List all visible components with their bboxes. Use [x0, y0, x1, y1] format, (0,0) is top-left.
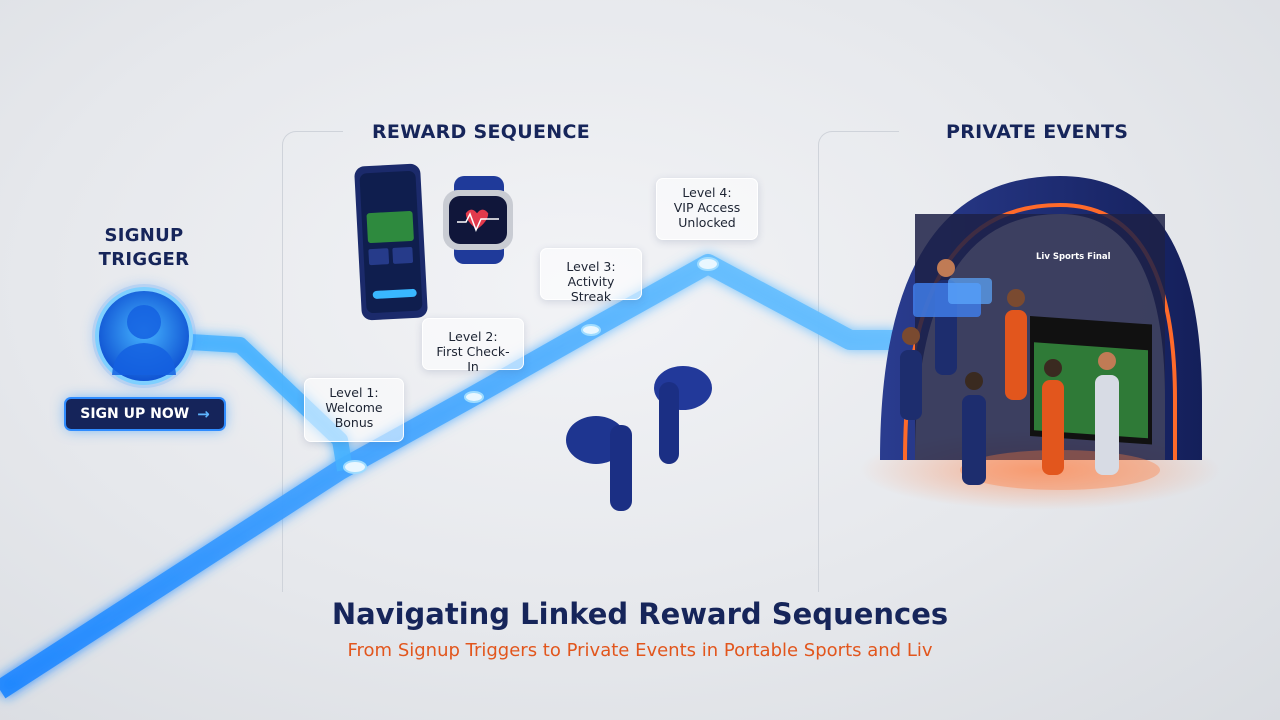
sign-up-now-button[interactable]: SIGN UP NOW → [66, 399, 224, 429]
level-3-box: Level 3: Activity Streak [540, 248, 642, 304]
level-4-desc-line2: Unlocked [678, 215, 736, 230]
signup-trigger-heading: SIGNUP TRIGGER [84, 224, 204, 272]
arrow-right-icon: → [197, 405, 210, 423]
screen-caption: Liv Sports Final [1036, 252, 1111, 262]
level-2-desc-line1: First Check-In [436, 344, 510, 374]
level-1-desc-line1: Welcome [325, 400, 383, 415]
smartwatch-icon [443, 176, 513, 264]
level-4-desc-line1: VIP Access [673, 200, 741, 215]
level-4-box: Level 4: VIP Access Unlocked [656, 178, 758, 240]
milestone-node-1 [343, 460, 367, 474]
level-1-name: Level 1: [329, 385, 379, 400]
subtitle: From Signup Triggers to Private Events i… [347, 640, 933, 661]
milestone-node-1b [464, 391, 484, 403]
milestone-node-2 [581, 324, 601, 336]
events-frame-line [818, 131, 899, 592]
reward-frame-line [282, 131, 343, 592]
signup-heading-line1: SIGNUP [104, 225, 184, 246]
sign-up-now-label: SIGN UP NOW [80, 406, 190, 422]
level-3-name: Level 3: [566, 259, 616, 274]
level-1-desc-line2: Bonus [334, 415, 374, 430]
private-events-heading: PRIVATE EVENTS [946, 121, 1129, 143]
smartphone-icon [354, 163, 428, 321]
level-2-box: Level 2: First Check-In [422, 318, 524, 374]
level-4-name: Level 4: [682, 185, 732, 200]
level-2-name: Level 2: [448, 329, 498, 344]
level-3-desc-line1: Activity Streak [567, 274, 615, 304]
milestone-nodes [343, 257, 719, 474]
main-title: Navigating Linked Reward Sequences [331, 597, 949, 631]
level-1-box: Level 1: Welcome Bonus [304, 378, 404, 442]
signup-heading-line2: TRIGGER [98, 249, 190, 270]
milestone-node-3 [697, 257, 719, 271]
earbuds-icon [566, 366, 712, 511]
user-silhouette-icon [92, 284, 196, 388]
event-dome-icon [860, 176, 1220, 510]
reward-sequence-heading: REWARD SEQUENCE [372, 121, 590, 143]
